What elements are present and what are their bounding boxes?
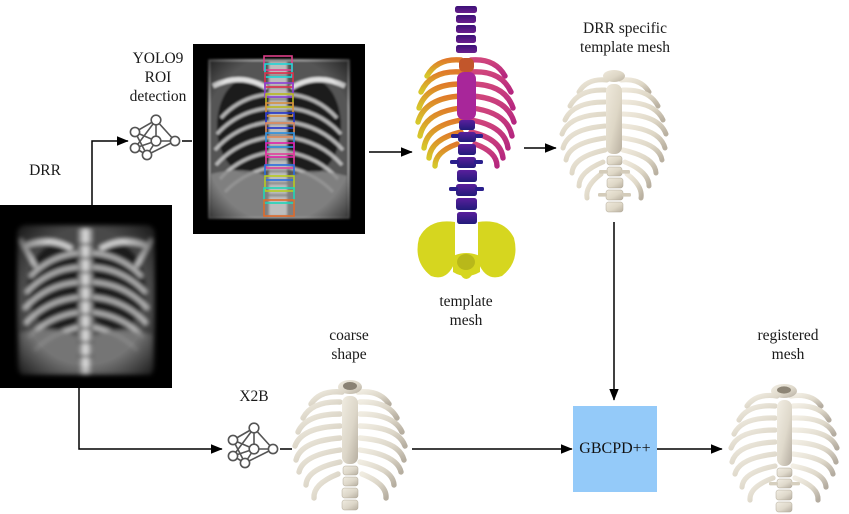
x2b-network-icon bbox=[221, 418, 285, 478]
gbcpd-label: GBCPD++ bbox=[579, 440, 651, 457]
coarse-shape-mesh bbox=[288, 372, 412, 514]
coarse-shape-label: coarse shape bbox=[329, 327, 369, 363]
drr-specific-template-label: DRR specific template mesh bbox=[580, 20, 670, 56]
drr-image bbox=[0, 205, 172, 388]
xray-roi-image bbox=[193, 44, 365, 234]
gbcpd-box[interactable]: GBCPD++ bbox=[573, 406, 657, 492]
template-mesh bbox=[405, 0, 527, 290]
edge-drr-to-x2b bbox=[78, 388, 223, 454]
drr-template-mesh bbox=[553, 62, 675, 222]
drr-label: DRR bbox=[29, 162, 61, 179]
x2b-label: X2B bbox=[239, 388, 269, 405]
registered-mesh bbox=[722, 372, 846, 514]
registered-mesh-label: registered mesh bbox=[757, 327, 819, 363]
template-mesh-label: template mesh bbox=[439, 293, 493, 329]
yolo-network-icon bbox=[123, 110, 187, 170]
yolo-label: YOLO9 ROI detection bbox=[129, 50, 187, 105]
